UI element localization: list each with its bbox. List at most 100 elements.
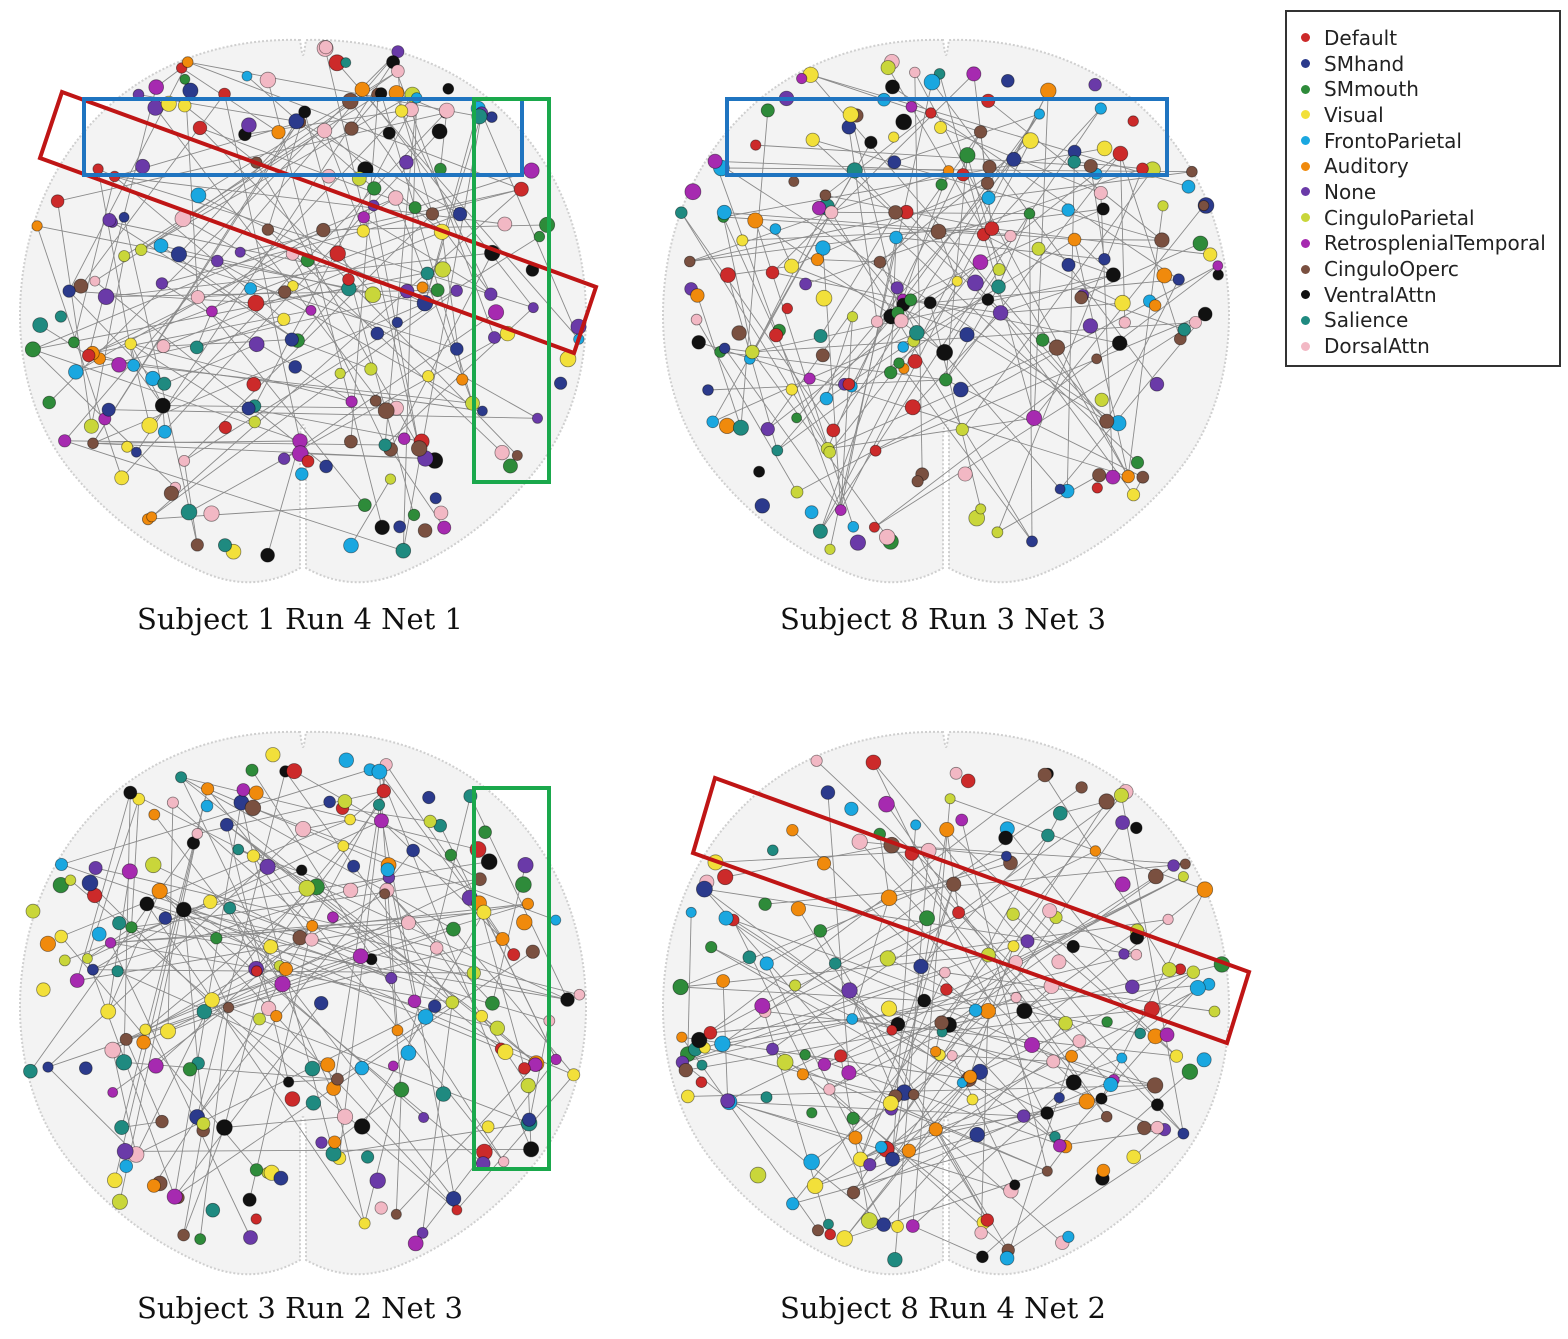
network-edge <box>324 130 364 232</box>
network-node <box>864 135 878 150</box>
network-node <box>863 1157 877 1172</box>
network-node <box>114 470 130 486</box>
network-node <box>343 434 358 449</box>
network-node <box>930 223 947 240</box>
network-node <box>139 896 155 912</box>
network-node <box>411 440 428 457</box>
network-edge <box>153 1018 260 1187</box>
network-node <box>374 1201 388 1215</box>
network-node <box>420 266 435 281</box>
network-node <box>68 336 80 349</box>
network-edge <box>723 216 1011 237</box>
network-node <box>127 358 141 372</box>
network-node <box>36 982 51 997</box>
network-node <box>781 302 794 315</box>
network-edge <box>364 795 471 1224</box>
network-edge <box>285 968 498 1029</box>
network-node <box>560 992 575 1007</box>
network-node <box>369 394 382 407</box>
network-node <box>705 941 718 954</box>
network-edge <box>941 813 1061 1033</box>
network-node <box>1062 1230 1075 1243</box>
network-node <box>342 273 355 286</box>
blue-top-highlight <box>725 97 1169 177</box>
network-node <box>502 458 518 474</box>
network-node <box>1189 979 1206 996</box>
network-node <box>430 283 445 298</box>
network-edge <box>251 769 505 1162</box>
network-edge <box>303 819 351 830</box>
network-edge <box>255 288 349 304</box>
network-edge <box>70 879 458 1211</box>
network-node <box>260 1000 277 1016</box>
network-node <box>1058 1015 1073 1031</box>
network-edge <box>831 212 1033 542</box>
network-node <box>893 357 905 369</box>
network-node <box>146 1178 161 1193</box>
network-edge <box>131 878 480 928</box>
network-node <box>82 953 93 964</box>
network-node <box>1208 1005 1221 1018</box>
network-node <box>177 98 192 113</box>
network-node <box>151 882 168 900</box>
network-node <box>1196 1052 1212 1068</box>
network-node <box>860 1212 878 1230</box>
network-edge <box>149 112 446 426</box>
network-node <box>163 485 179 501</box>
network-edge <box>240 802 254 856</box>
network-edge <box>183 1127 225 1236</box>
network-node <box>251 965 263 977</box>
highlight-boxes <box>37 89 599 484</box>
network-edge <box>791 265 968 336</box>
network-node <box>260 547 275 563</box>
network-node <box>991 526 1004 539</box>
network-edge <box>835 963 1114 1081</box>
network-node <box>497 216 513 232</box>
network-node <box>1136 162 1149 176</box>
network-node <box>1091 353 1103 365</box>
network-node <box>816 856 832 871</box>
network-node <box>24 341 41 358</box>
network-edge <box>887 67 1129 477</box>
network-edge <box>146 903 537 1064</box>
network-node <box>904 399 921 416</box>
network-edge <box>1000 302 1123 314</box>
network-node <box>925 107 937 119</box>
network-edge <box>929 302 982 510</box>
network-node <box>182 1062 198 1077</box>
network-node <box>236 783 251 797</box>
network-node <box>211 254 224 268</box>
network-node <box>135 158 151 174</box>
network-edge <box>88 253 293 356</box>
network-edge <box>349 100 492 295</box>
network-edge <box>824 876 1184 1065</box>
network-edge <box>880 910 1051 1148</box>
network-node <box>982 159 997 175</box>
network-edge <box>106 289 438 298</box>
network-node <box>553 376 568 390</box>
network-node <box>736 234 749 247</box>
network-node <box>946 1050 958 1062</box>
network-node <box>331 1072 344 1086</box>
legend-color-dot <box>1301 33 1310 43</box>
network-node <box>1159 1027 1175 1043</box>
network-edge <box>361 89 534 308</box>
network-node <box>870 315 884 328</box>
legend-item: Default <box>1301 25 1559 51</box>
network-node <box>141 417 159 434</box>
network-node <box>326 911 339 924</box>
network-node <box>868 521 880 533</box>
network-node <box>1041 828 1055 843</box>
network-node <box>1052 1138 1067 1153</box>
network-node <box>316 222 331 238</box>
network-edge <box>108 409 538 419</box>
network-edge <box>114 788 209 1181</box>
network-edge <box>722 216 753 353</box>
network-node <box>720 267 736 284</box>
network-node <box>972 254 989 271</box>
brain-panel-4 <box>643 712 1283 1292</box>
network-node <box>87 437 99 450</box>
network-node <box>1116 1052 1128 1064</box>
network-node <box>323 795 336 809</box>
network-node <box>341 92 359 110</box>
